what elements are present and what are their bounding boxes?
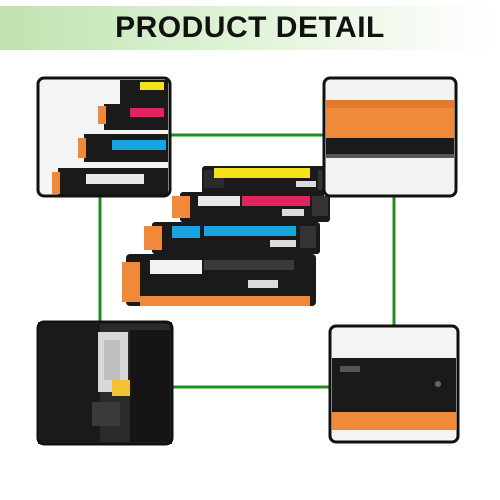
cyan-label (204, 226, 296, 236)
connector-lines (98, 133, 396, 389)
panel-bottom-left (36, 320, 174, 446)
black-drum-strip (140, 296, 310, 306)
cartridge-cyan (144, 222, 320, 254)
cyan-orange-tab (144, 226, 162, 250)
cartridge-magenta (172, 192, 330, 222)
magenta-orange-tab (172, 196, 190, 218)
panel-bottom-left-frame (36, 320, 174, 446)
panel-bottom-right (328, 324, 460, 444)
chip-contacts (112, 380, 134, 396)
cartridge-black (122, 254, 316, 306)
panel-top-left (36, 76, 172, 198)
header-banner (0, 6, 500, 50)
toner-cartridge-stack (122, 166, 342, 306)
panel-top-left-frame (36, 76, 172, 198)
magenta-label (242, 196, 310, 206)
panel-top-right-frame (322, 76, 458, 198)
cartridge-yellow (202, 166, 342, 194)
black-label (204, 260, 294, 270)
page-title: PRODUCT DETAIL (115, 11, 385, 44)
panel-top-right (322, 76, 458, 198)
panel-bottom-right-frame (328, 324, 460, 444)
black-orange-tab (122, 262, 140, 302)
yellow-label (214, 168, 310, 178)
